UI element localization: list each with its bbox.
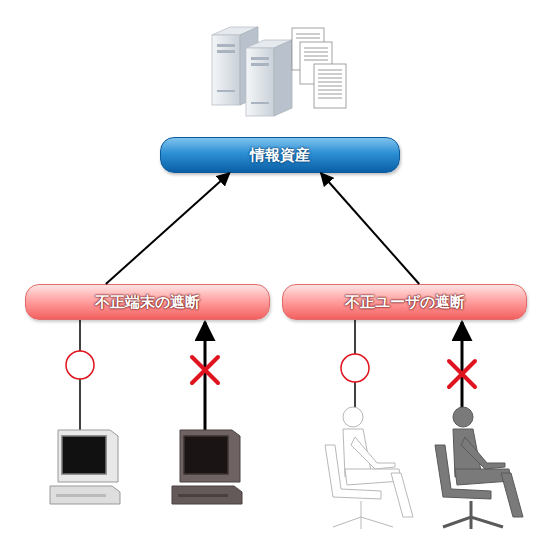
document-icon xyxy=(292,28,346,108)
blocked-mark xyxy=(449,361,475,387)
allowed-mark xyxy=(341,354,369,382)
control-box: 不正端末の遮断 xyxy=(25,284,270,320)
box-label: 不正ユーザの遮断 xyxy=(345,293,465,311)
rogue-user-icon xyxy=(435,407,523,529)
flow-arrow xyxy=(106,173,230,284)
box-label: 情報資産 xyxy=(250,146,310,164)
asset-box: 情報資産 xyxy=(160,137,400,173)
blocked-mark xyxy=(192,357,218,383)
terminal-icon xyxy=(50,430,120,504)
server-icon xyxy=(212,27,292,116)
allowed-mark xyxy=(66,351,94,379)
blocked-arrow xyxy=(461,322,464,410)
rogue-terminal-icon xyxy=(172,430,242,504)
box-label: 不正端末の遮断 xyxy=(95,293,200,311)
user-icon xyxy=(325,407,413,529)
control-box: 不正ユーザの遮断 xyxy=(282,284,527,320)
blocked-arrow xyxy=(204,322,207,432)
flow-arrow xyxy=(321,173,419,284)
